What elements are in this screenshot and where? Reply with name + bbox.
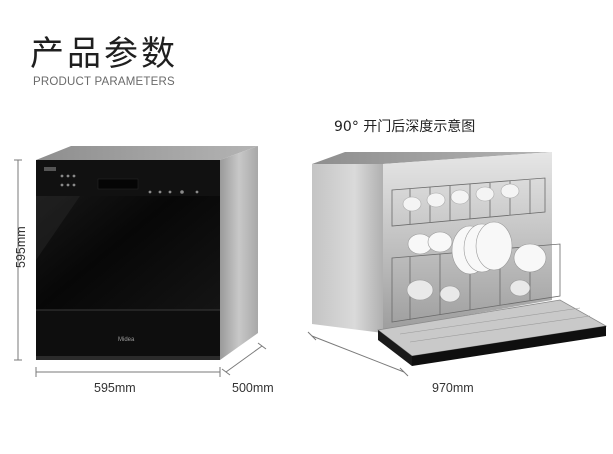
door-front-edge <box>412 326 606 366</box>
open-door-caption: 90° 开门后深度示意图 <box>334 119 476 135</box>
top-logo <box>44 167 56 171</box>
width-dimension-label: 595mm <box>94 381 136 395</box>
page-title: 产品参数 <box>30 34 178 74</box>
closed-dishwasher: Midea <box>36 146 258 360</box>
control-strip <box>36 160 220 196</box>
door-edge <box>378 330 412 366</box>
dimension-lines-left <box>14 159 267 377</box>
display-window <box>97 178 139 190</box>
cabinet-side <box>220 146 258 360</box>
bowls <box>406 279 531 303</box>
door-inner-lines <box>399 307 591 343</box>
open-cabinet-side <box>312 164 383 333</box>
cups <box>402 183 520 212</box>
dimension-lines-right <box>307 331 409 377</box>
open-dishwasher <box>312 152 608 366</box>
cabinet-top <box>36 146 258 160</box>
kick-panel <box>36 310 220 360</box>
brand-logo: Midea <box>118 337 135 343</box>
plates <box>407 221 547 275</box>
page-subtitle: PRODUCT PARAMETERS <box>33 76 175 88</box>
panel-reflection <box>36 196 80 260</box>
depth-dimension-label: 500mm <box>232 381 274 395</box>
open-depth-dimension-label: 970mm <box>432 381 474 395</box>
height-dimension-label: 595mm <box>14 226 28 268</box>
control-buttons <box>60 174 199 194</box>
open-cabinet-top <box>312 152 552 164</box>
